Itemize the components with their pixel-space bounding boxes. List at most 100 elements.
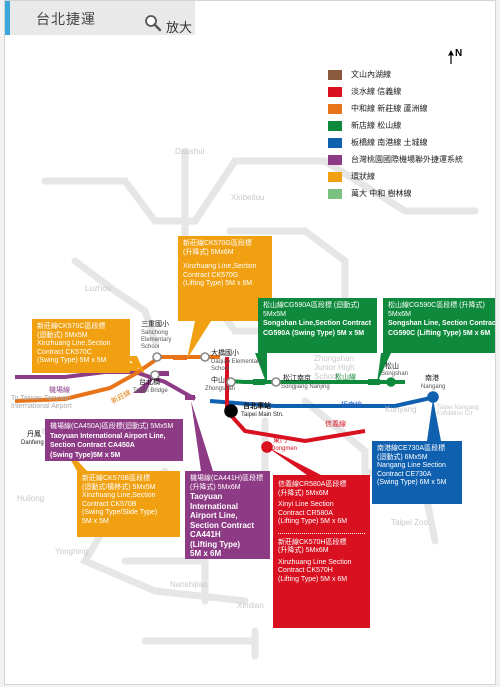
station-label-en: Nangang (421, 384, 446, 390)
box-line: (Lifting Type) 5M x 6M (278, 575, 348, 583)
bannan-line (209, 395, 436, 408)
station-songshan (386, 377, 396, 387)
station-label-en: Songshan (381, 371, 409, 377)
box-line: 5M x 5M (82, 517, 109, 525)
legend-label: 板橋線 南港線 土城線 (351, 138, 428, 147)
station-label-en: Zhongshan (205, 386, 236, 392)
legend-label: 台灣桃園國際機場聯外捷運系統 (351, 155, 463, 164)
box-line: Xinyi Line Section (278, 501, 334, 508)
legend-label: 環狀線 (351, 172, 375, 181)
leader-cr580a (267, 447, 321, 475)
marker-cg590a (253, 379, 265, 385)
leader-ce730a (427, 399, 441, 441)
legend-swatch (328, 87, 342, 97)
ghost-label: Xinbeitou (231, 193, 265, 202)
ghost-label: Taipei Zoo (391, 518, 428, 527)
box-line: 松山線CG590C區段標 (升降式) (388, 302, 485, 309)
line-label-xinyi: 信義線 (325, 421, 346, 428)
songshan-line (226, 379, 405, 384)
callout-ce730a[interactable]: 南港線CE730A區段標 (迴動式) 6Mx5M Nangang Line Se… (372, 441, 462, 504)
line-label-bannan: 板南線 (341, 402, 362, 409)
legend-swatch (328, 155, 342, 165)
ghost-label: Zhongshan Junior High School (314, 354, 355, 381)
box-line: Contract CE730A (377, 470, 432, 478)
box-line: Section Contract CA450A (50, 442, 135, 449)
ghost-label: Huilong (17, 494, 45, 503)
ghost-label: Yonghing (55, 547, 89, 556)
ghost-label: Xindian (237, 601, 264, 610)
magnifier-icon (145, 15, 162, 32)
station-label-en: Sanchong Elementary School (141, 330, 172, 350)
leader-lines (61, 321, 441, 475)
box-line: Nangang Line Section (377, 462, 446, 469)
station-nangang (427, 391, 439, 403)
xinzhuang-line (14, 355, 220, 403)
station-label: 松江南京 (283, 375, 311, 382)
station-taipei-bridge (150, 370, 160, 380)
box-line: Songshan Line,Section Contract (263, 320, 372, 327)
station-label: 丹鳳 (27, 431, 41, 438)
legend-label: 淡水線 信義線 (351, 87, 402, 96)
station-daqiao (200, 352, 210, 362)
box-line: 機場線(CA441H)區段標 (190, 475, 264, 482)
legend-label: 中和線 新莊線 蘆洲線 (351, 104, 428, 113)
box-line: 新莊線CK570H區段標 (278, 538, 347, 546)
callout-cg590c[interactable]: 松山線CG590C區段標 (升降式) 5Mx6M Songshan Line, … (383, 298, 495, 353)
box-divider (278, 532, 365, 534)
station-main (224, 404, 238, 418)
box-line: (升降式) 5Mx6M (190, 483, 241, 491)
box-line: Taoyuan International Airport Line, (50, 432, 166, 440)
box-line: Taoyuan (190, 492, 223, 501)
station-sanchong (152, 352, 162, 362)
box-line: 機場線(CA450A)區段標(迴動式) 5Mx5M (50, 423, 174, 430)
zoom-button[interactable]: 放大 (144, 14, 202, 36)
airport-destination: To Taiwan Taoyuan International Airport (11, 395, 72, 410)
callout-cr580a-ck570h[interactable]: 信義線CR580A區段標 (升降式) 5Mx6M Xinyi Line Sect… (273, 475, 370, 628)
box-line: 信義線CR580A區段標 (278, 481, 347, 488)
title-bar: 台北捷運 (5, 1, 195, 35)
box-line: 新莊線CK570C區段標 (37, 323, 106, 330)
north-label: N (455, 48, 463, 59)
box-line: Contract CK570B (82, 500, 137, 508)
legend-swatch (328, 104, 342, 114)
marker-cg590c (368, 379, 380, 385)
callout-ck570c[interactable]: 新莊線CK570C區段標 (迴動式) 5Mx5M Xinzhuang Line,… (32, 319, 130, 373)
box-line: Xinzhuang Line,Section (82, 492, 156, 499)
legend-swatch (328, 172, 342, 182)
marker-ck570g (173, 355, 187, 360)
legend-label: 萬大 中和 樹林線 (351, 189, 412, 198)
station-label: 松山 (385, 363, 399, 370)
legend-label: 文山內湖線 (351, 70, 391, 79)
section-markers (130, 355, 380, 400)
leader-cg590a (255, 353, 267, 385)
callout-ck570b[interactable]: 新莊線CK570B區段標 (迴動式/橫移式) 5Mx5M Xinzhuang L… (77, 471, 180, 537)
station-label: 中山 (211, 377, 225, 384)
station-label-en: Daqiao Elementary School (211, 359, 263, 372)
box-line: 新莊線CK570G區段標 (183, 240, 252, 247)
station-label-en: Taipei Bridge (133, 388, 168, 394)
box-line: 5M x 6M (190, 549, 222, 558)
callout-ck570g[interactable]: 新莊線CK570G區段標 (升降式) 5Mx6M Xinzhuang Line,… (178, 236, 272, 321)
line-label-songshan: 松山線 (335, 374, 356, 381)
box-line: (Swing Type) 6M x 5M (377, 479, 447, 486)
title-accent-bar (5, 1, 10, 35)
callout-cg590a[interactable]: 松山線CG590A區段標 (迴動式) 5Mx5M Songshan Line,S… (258, 298, 377, 353)
box-line: 南港線CE730A區段標 (377, 445, 446, 452)
page-title: 台北捷運 (36, 11, 96, 27)
legend-label: 新店線 松山線 (351, 121, 402, 130)
map-frame: Danshui Xinbeitou Luzhou Zhongshan Junio… (4, 0, 496, 685)
station-dongmen (261, 441, 273, 453)
station-label-en: Taipei Main Stn. (241, 412, 284, 418)
box-line: Contract CR580A (278, 509, 333, 517)
box-line: CA441H (190, 530, 221, 539)
callout-ca441h[interactable]: 機場線(CA441H)區段標 (升降式) 5Mx6M Taoyuan Inter… (185, 471, 270, 559)
box-line: Contract CK570H (278, 567, 333, 574)
box-line: (迴動式) 5Mx5M (37, 331, 88, 339)
marker-ca441h (185, 395, 195, 400)
box-line: Xinzhuang Line,Section (37, 340, 111, 347)
leader-ca450a (133, 375, 155, 393)
callout-ca450a[interactable]: 機場線(CA450A)區段標(迴動式) 5Mx5M Taoyuan Intern… (45, 419, 183, 461)
ghost-label: Kunyang (385, 405, 417, 414)
ghost-label: Danshui (175, 147, 205, 156)
box-line: 5Mx6M (388, 310, 411, 318)
